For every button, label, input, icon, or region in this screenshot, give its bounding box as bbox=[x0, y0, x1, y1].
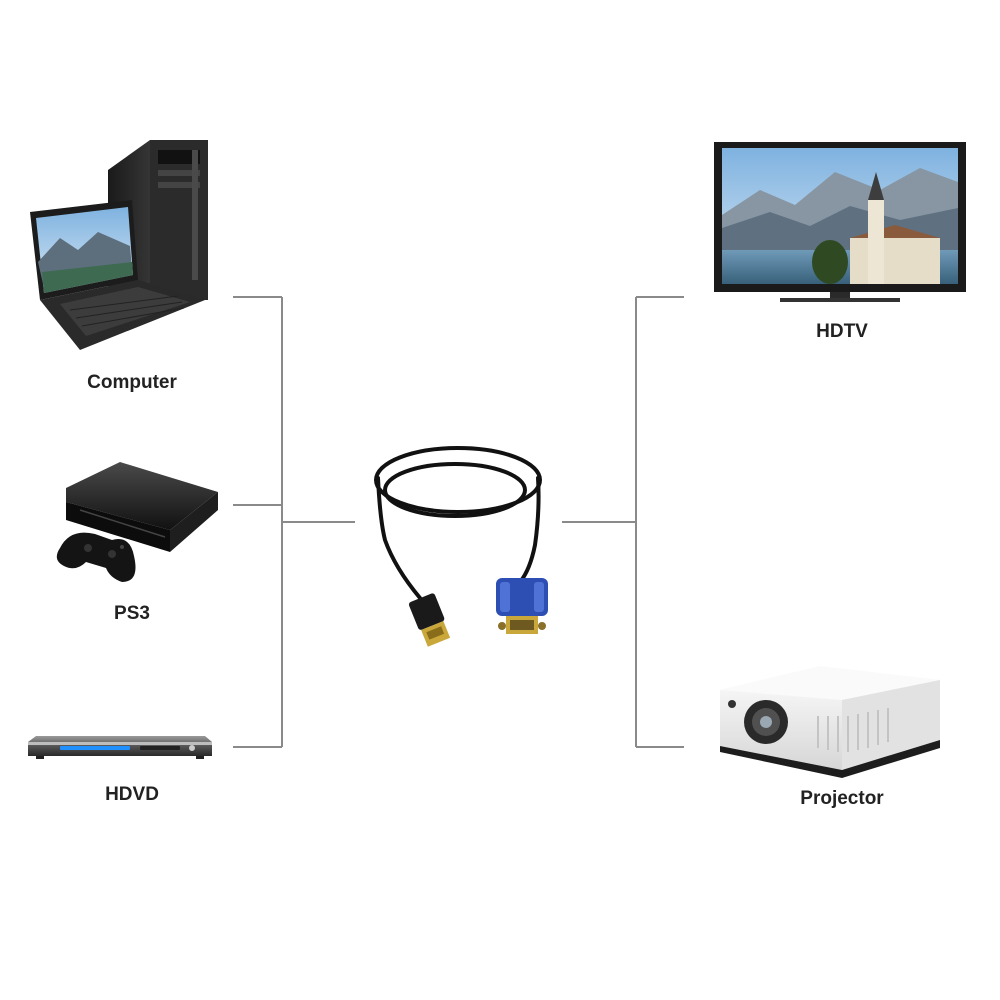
hdmi-plug-icon bbox=[408, 593, 452, 648]
game-console-and-controller-icon bbox=[57, 462, 218, 582]
desktop-tower-and-laptop-icon bbox=[30, 140, 208, 350]
dvd-player-icon bbox=[28, 736, 212, 759]
computer-label: Computer bbox=[87, 372, 177, 394]
connector-lines bbox=[233, 297, 684, 747]
hdtv-label: HDTV bbox=[816, 321, 868, 343]
ps3-label: PS3 bbox=[114, 603, 150, 625]
projector-label: Projector bbox=[800, 788, 883, 810]
projector-icon bbox=[720, 666, 940, 778]
vga-plug-icon bbox=[496, 578, 548, 634]
hdvd-label: HDVD bbox=[105, 784, 159, 806]
hdmi-to-vga-cable-icon bbox=[376, 448, 548, 647]
television-icon bbox=[714, 142, 966, 302]
